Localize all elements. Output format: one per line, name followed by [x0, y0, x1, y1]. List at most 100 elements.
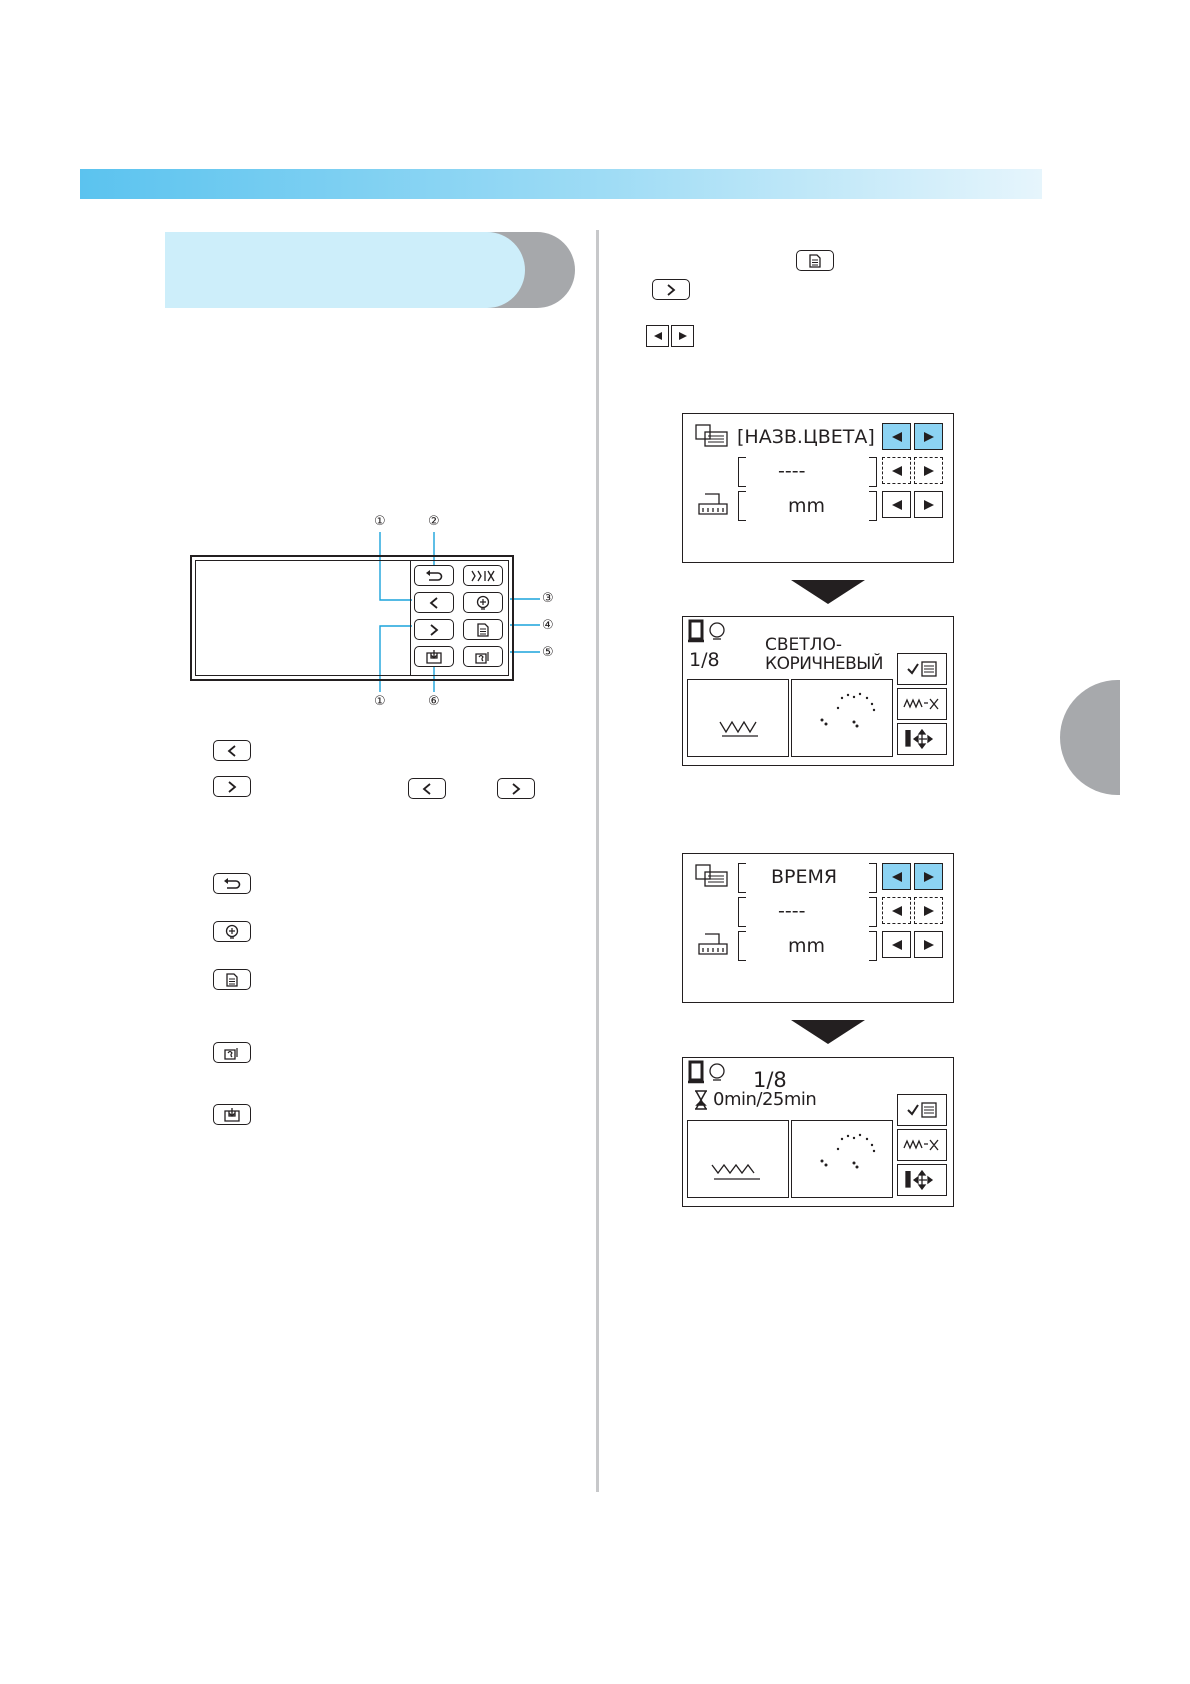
- lcd-screen-color-result: 1/8 СВЕТЛО- КОРИЧНЕВЫЙ: [682, 616, 954, 766]
- callout-2: ②: [428, 514, 440, 529]
- row2-left-button[interactable]: [882, 897, 911, 924]
- legend-right-key: [213, 776, 251, 797]
- down-arrow-2: [791, 1020, 865, 1044]
- inline-right-key: [497, 778, 535, 799]
- row1-right-button[interactable]: [914, 863, 943, 890]
- preview-embroidery: [687, 1120, 789, 1198]
- row3-right-button[interactable]: [914, 931, 943, 958]
- row2-left-button[interactable]: [882, 457, 911, 484]
- settings-key[interactable]: [463, 646, 503, 667]
- color-counter: 1/8: [689, 649, 720, 671]
- check-list-icon: [907, 661, 937, 677]
- right-key[interactable]: [414, 619, 454, 640]
- trim-button[interactable]: [897, 1129, 947, 1161]
- back-key[interactable]: [414, 565, 454, 586]
- lcd-screen-time-result: 1/8 0min/25min: [682, 1057, 954, 1207]
- callout-6: ⑥: [428, 694, 440, 709]
- section-heading-box: [165, 232, 575, 308]
- arrow-left-icon: [891, 905, 902, 916]
- callout-1-top: ①: [374, 514, 386, 529]
- measure-icon: [698, 933, 728, 955]
- legend-memory-key: [213, 1104, 251, 1125]
- row3-left-button[interactable]: [882, 491, 911, 518]
- display-key-icon: [809, 253, 821, 268]
- pattern-dots-icon: [820, 1133, 876, 1169]
- arrow-left-icon: [891, 871, 902, 882]
- right-key-icon: [430, 623, 439, 636]
- arrow-left-icon: [891, 499, 902, 510]
- row1-left-button[interactable]: [882, 863, 911, 890]
- thread-display-icon: [695, 424, 728, 447]
- callout-lines: [379, 532, 540, 692]
- check-list-icon: [907, 1102, 937, 1118]
- thread-display-icon: [695, 864, 728, 887]
- embroidery-key-icon: [225, 924, 239, 939]
- display-key-icon: [477, 622, 489, 637]
- color-name-line2: КОРИЧНЕВЫЙ: [765, 654, 883, 674]
- move-icon: [905, 1169, 934, 1191]
- embroidery-key-icon: [476, 595, 490, 610]
- scissors-icon: [903, 698, 939, 710]
- arrow-right-icon: [923, 905, 934, 916]
- column-divider: [596, 230, 599, 1492]
- arrow-left-icon: [891, 939, 902, 950]
- row1-left-button[interactable]: [882, 423, 911, 450]
- move-button[interactable]: [897, 1164, 947, 1196]
- move-button[interactable]: [897, 723, 947, 755]
- callout-4: ④: [542, 618, 554, 633]
- move-icon: [905, 728, 934, 750]
- preview-pattern: [791, 679, 893, 757]
- measure-icon: [698, 493, 728, 515]
- row1-right-button[interactable]: [914, 423, 943, 450]
- chapter-tab: [1060, 680, 1120, 795]
- back-key-icon: [224, 877, 241, 889]
- memory-key-icon: [224, 1107, 240, 1122]
- left-key-icon: [429, 596, 438, 609]
- trim-button[interactable]: [897, 688, 947, 720]
- check-thread-button[interactable]: [897, 653, 947, 685]
- settings-key-icon: [224, 1047, 238, 1060]
- row2-right-button[interactable]: [914, 457, 943, 484]
- panel-diagram: ① ② ③ ④ ⑤ ① ⑥: [0, 0, 600, 1125]
- right-key-icon: [512, 782, 521, 795]
- inline-display-key: [796, 250, 834, 271]
- inline-left-key: [408, 778, 446, 799]
- embroidery-key[interactable]: [463, 592, 503, 613]
- left-key[interactable]: [414, 592, 454, 613]
- control-panel: [190, 555, 514, 681]
- inline-right-key-2: [652, 279, 690, 300]
- arrow-left-icon: [891, 431, 902, 442]
- preview-pattern: [791, 1120, 893, 1198]
- legend-display-key: [213, 969, 251, 990]
- left-key-icon: [422, 782, 431, 795]
- row3-left-button[interactable]: [882, 931, 911, 958]
- setting-row-3: mm: [788, 935, 826, 957]
- arrow-left-icon: [891, 465, 902, 476]
- setting-row-2: ----: [778, 900, 806, 922]
- hourglass-icon: [695, 1090, 707, 1110]
- inline-arrow-keys: [646, 325, 694, 347]
- legend-left-key: [213, 740, 251, 761]
- display-key-icon: [226, 972, 238, 987]
- color-counter: 1/8: [753, 1068, 787, 1092]
- setting-row-1: ВРЕМЯ: [771, 866, 838, 888]
- row3-right-button[interactable]: [914, 491, 943, 518]
- callout-5: ⑤: [542, 645, 554, 660]
- arrow-right-icon: [923, 871, 934, 882]
- display-key[interactable]: [463, 619, 503, 640]
- left-key-icon: [227, 744, 236, 757]
- header-bar: [80, 169, 1042, 199]
- arrow-right-icon: [923, 499, 934, 510]
- pattern-dots-icon: [820, 692, 876, 728]
- callout-1-bottom: ①: [374, 694, 386, 709]
- stitch-key[interactable]: [463, 565, 503, 586]
- row2-right-button[interactable]: [914, 897, 943, 924]
- time-readout: 0min/25min: [713, 1089, 817, 1110]
- arrow-right-icon: [671, 325, 694, 347]
- down-arrow-1: [791, 580, 865, 604]
- memory-key[interactable]: [414, 646, 454, 667]
- stitch-foot-icon: [719, 720, 758, 737]
- hoop-icon: [688, 1060, 725, 1084]
- arrow-right-icon: [923, 939, 934, 950]
- check-thread-button[interactable]: [897, 1094, 947, 1126]
